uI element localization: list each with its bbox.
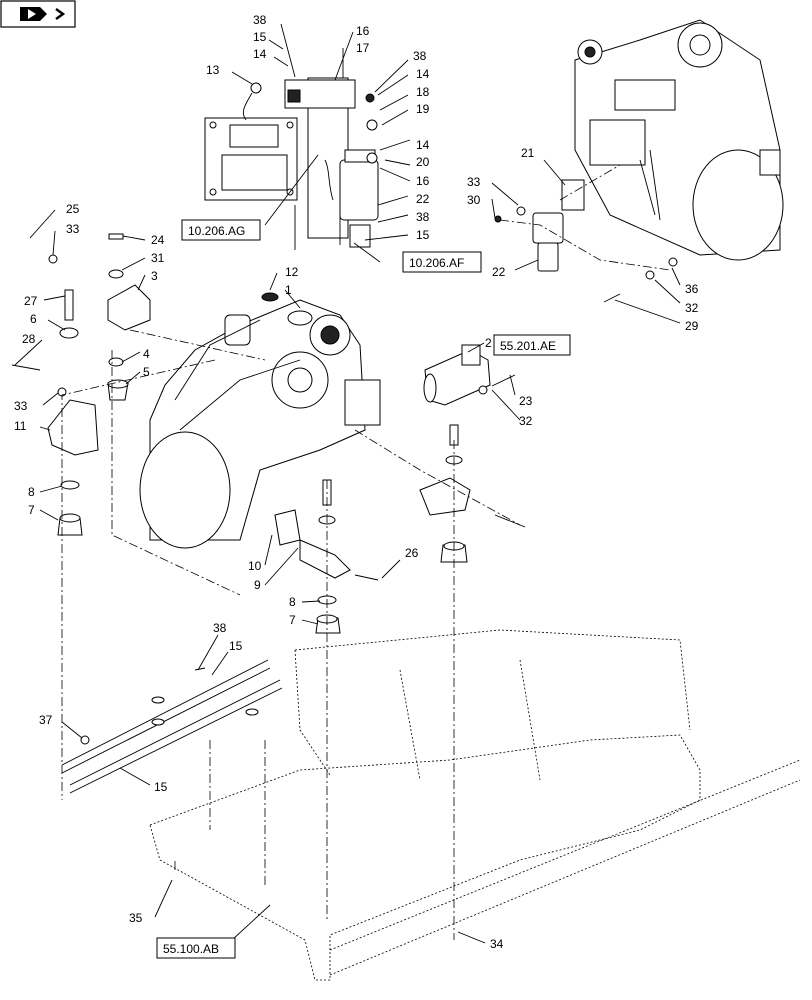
mount-parts-left	[11, 233, 151, 536]
callout-5: 5	[143, 365, 150, 379]
callout-18: 18	[416, 85, 430, 99]
engine-main	[139, 292, 381, 549]
callout-29: 29	[685, 319, 699, 333]
callout-33-a: 33	[467, 175, 481, 189]
callout-22-a: 22	[416, 192, 430, 206]
callout-11: 11	[14, 419, 27, 433]
water-separator	[494, 179, 678, 303]
ref-link-55-100-ab[interactable]: 55.100.AB	[156, 937, 236, 959]
ref-label-10-206-ag: 10.206.AG	[188, 224, 245, 238]
callout-38-d: 38	[213, 621, 227, 635]
callout-14-a: 14	[253, 47, 267, 61]
callout-21: 21	[521, 146, 535, 160]
fuel-hoses	[61, 659, 283, 794]
callout-3: 3	[151, 269, 158, 283]
ecu-body	[221, 154, 288, 191]
flywheel-housing	[692, 149, 784, 261]
callout-9: 9	[254, 578, 261, 592]
ref-link-10-206-ag[interactable]: 10.206.AG	[181, 219, 261, 241]
callout-8-a: 8	[28, 485, 35, 499]
callout-24: 24	[151, 233, 165, 247]
ecu-filter-assembly	[204, 77, 379, 250]
callout-4: 4	[143, 347, 150, 361]
callout-20: 20	[416, 155, 430, 169]
ref-link-10-206-af[interactable]: 10.206.AF	[402, 251, 482, 273]
starter-motor	[423, 344, 516, 406]
chassis-frame	[149, 629, 801, 981]
callout-14-b: 14	[416, 67, 430, 81]
callout-26: 26	[405, 546, 419, 560]
callout-32-a: 32	[685, 301, 699, 315]
ref-label-55-100-ab: 55.100.AB	[163, 942, 219, 956]
fitting	[250, 82, 262, 94]
fuel-filter	[339, 159, 379, 221]
leader-lines	[14, 23, 681, 944]
callout-22-b: 22	[492, 265, 506, 279]
callout-27: 27	[24, 294, 38, 308]
callout-32-b: 32	[519, 414, 533, 428]
callout-38-c: 38	[416, 210, 430, 224]
callout-7-b: 7	[289, 613, 296, 627]
callout-30: 30	[467, 193, 481, 207]
ref-label-10-206-af: 10.206.AF	[409, 256, 464, 270]
callout-37: 37	[39, 713, 53, 727]
callout-36: 36	[685, 282, 699, 296]
callout-25: 25	[66, 202, 80, 216]
callout-15-b: 15	[416, 228, 430, 242]
callout-15-d: 15	[154, 780, 168, 794]
callout-10: 10	[248, 559, 262, 573]
callout-1: 1	[285, 283, 292, 297]
arrow-tab-icon[interactable]	[0, 0, 76, 28]
callout-33-b: 33	[66, 222, 80, 236]
oil-cap	[261, 292, 279, 302]
flywheel	[139, 431, 231, 549]
callout-17: 17	[356, 41, 370, 55]
callout-35: 35	[129, 911, 143, 925]
callout-7-a: 7	[28, 503, 35, 517]
callout-15-c: 15	[229, 639, 243, 653]
callout-38-b: 38	[413, 49, 427, 63]
callout-31: 31	[151, 251, 165, 265]
ref-link-55-201-ae[interactable]: 55.201.AE	[493, 334, 571, 356]
ref-label-55-201-ae: 55.201.AE	[500, 339, 556, 353]
callout-12: 12	[285, 265, 299, 279]
callout-34: 34	[490, 937, 504, 951]
callout-16-a: 16	[356, 24, 370, 38]
assembly-lines	[61, 164, 671, 940]
callout-33-c: 33	[14, 399, 28, 413]
callout-13: 13	[206, 63, 220, 77]
callout-6: 6	[30, 312, 37, 326]
ecu-connector	[229, 124, 279, 148]
callout-16-b: 16	[416, 174, 430, 188]
callout-14-c: 14	[416, 138, 430, 152]
engine-rear-view	[574, 19, 784, 261]
callout-38-a: 38	[253, 13, 267, 27]
callout-23: 23	[519, 394, 533, 408]
callout-2: 2	[485, 336, 492, 350]
callout-labels: 38 15 14 13 16 17 38 14 18 19 14 20 16 2…	[14, 13, 699, 951]
callout-28: 28	[22, 332, 36, 346]
callout-15-a: 15	[253, 30, 267, 44]
callout-8-b: 8	[289, 595, 296, 609]
callout-19: 19	[416, 102, 430, 116]
